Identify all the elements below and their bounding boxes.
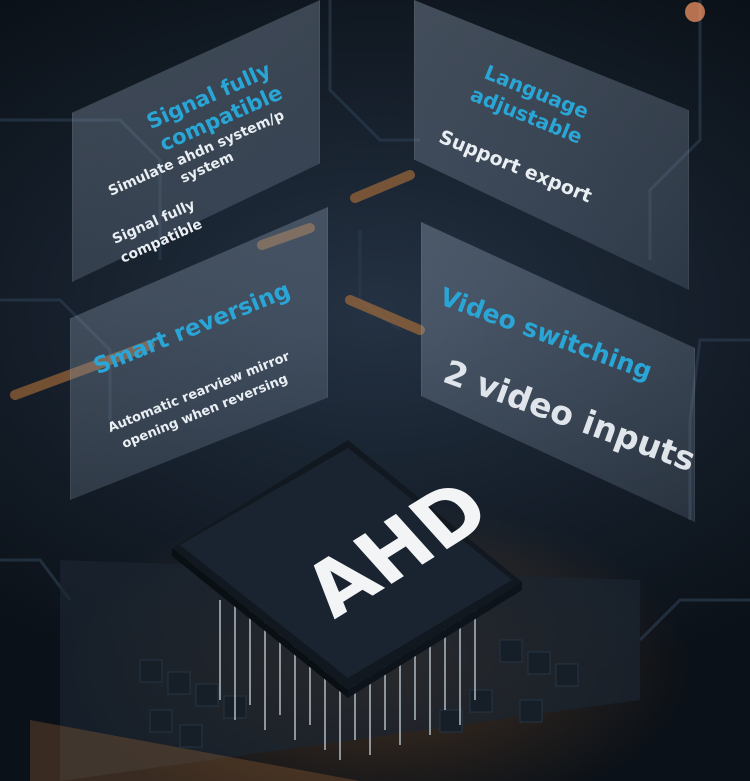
ahd-chip — [30, 448, 640, 781]
circuit-background — [0, 0, 750, 642]
